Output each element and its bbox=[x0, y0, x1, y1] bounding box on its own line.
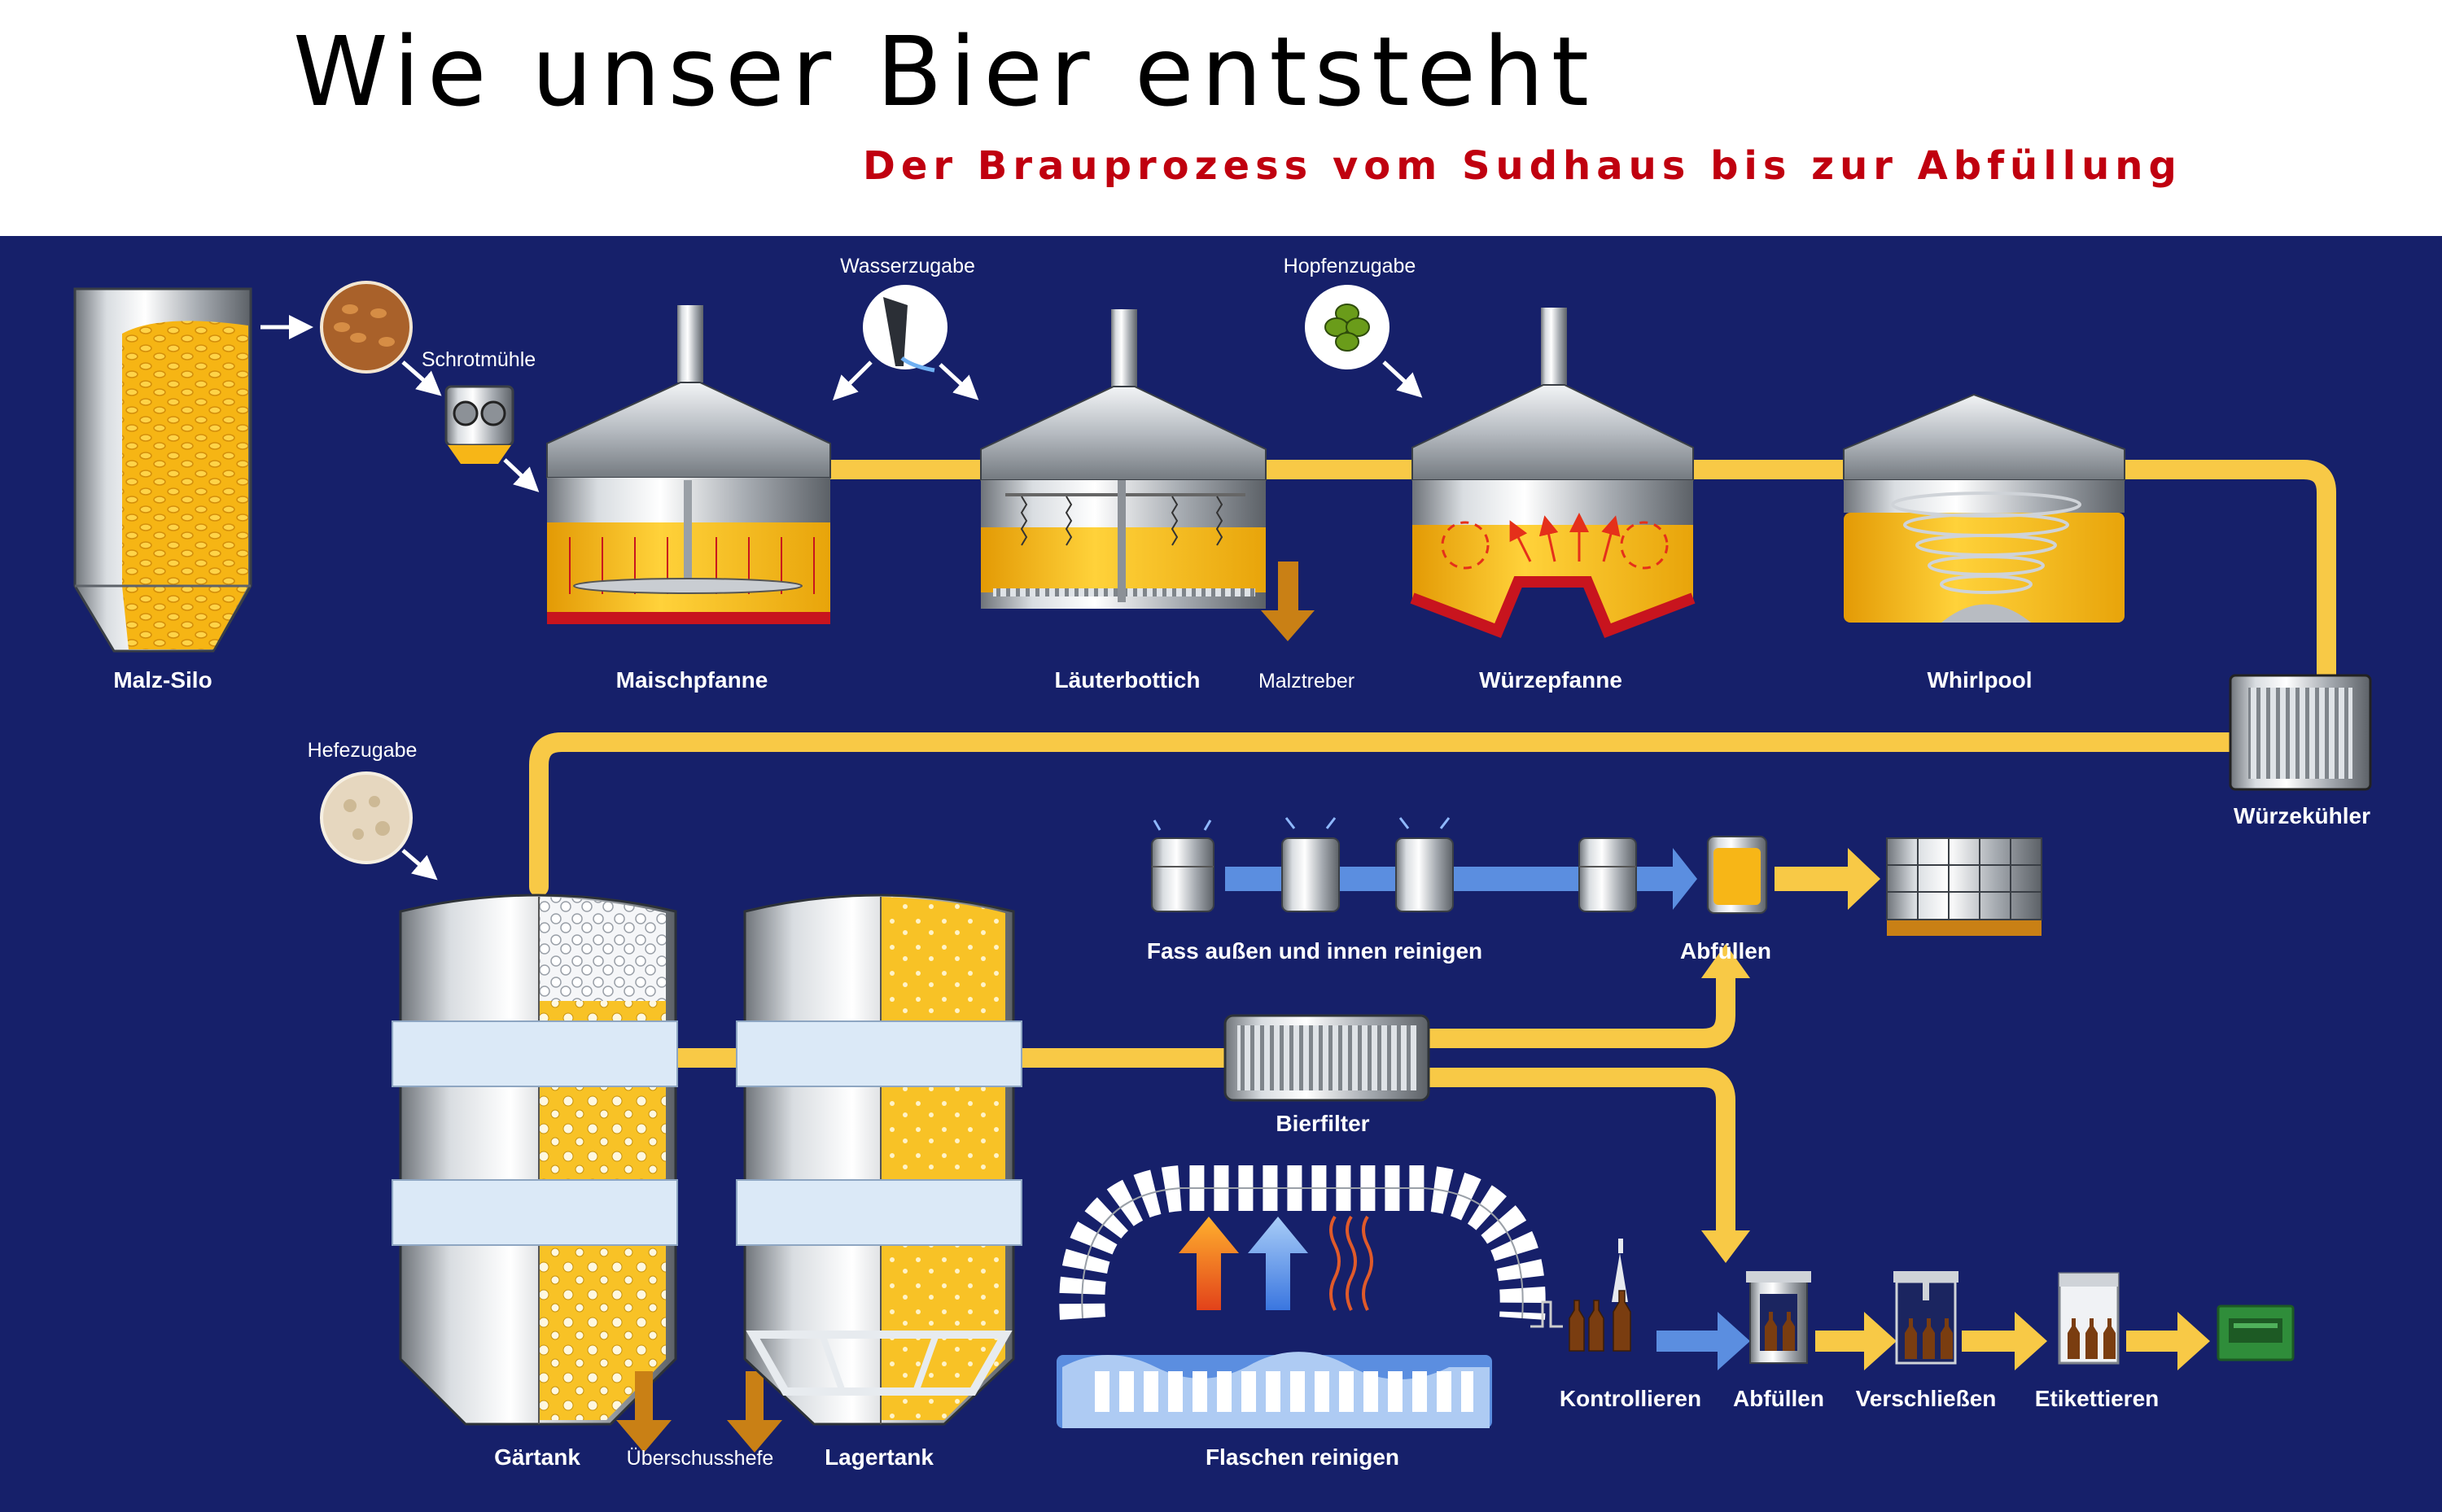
label-laeuterbottich: Läuterbottich bbox=[1055, 667, 1201, 693]
page-subtitle: Der Brauprozess vom Sudhaus bis zur Abfü… bbox=[863, 143, 2182, 189]
label-wuerzekuehler: Würzekühler bbox=[2234, 803, 2370, 828]
wort-cooler bbox=[2229, 674, 2372, 791]
keg-fill-arrow bbox=[1775, 848, 1880, 910]
yeast-drain-arrow-left bbox=[616, 1371, 672, 1453]
water-stream bbox=[900, 356, 935, 373]
mill-icon bbox=[444, 385, 514, 464]
hop-cone bbox=[1324, 304, 1370, 352]
label-maischpfanne: Maischpfanne bbox=[616, 667, 768, 693]
pipeline bbox=[529, 460, 2336, 1243]
label-abfuellen-flasche: Abfüllen bbox=[1733, 1386, 1824, 1411]
yeast-texture bbox=[344, 796, 390, 840]
rinse-arrow-icon bbox=[1248, 1217, 1308, 1310]
label-fass-reinigen: Fass außen und innen reinigen bbox=[1147, 938, 1482, 964]
wort-kettle bbox=[1410, 308, 1696, 638]
malt-silo bbox=[73, 287, 252, 653]
label-bierfilter: Bierfilter bbox=[1276, 1111, 1369, 1136]
water-tap-pipe bbox=[883, 297, 908, 366]
lauter-tun bbox=[980, 309, 1267, 609]
bottle-washer bbox=[1057, 1165, 1546, 1428]
arrow-to-bottling bbox=[1656, 1312, 1750, 1370]
label-ueberschusshefe: Überschusshefe bbox=[627, 1447, 774, 1470]
whirlpool bbox=[1843, 393, 2125, 623]
label-abfuellen-fass: Abfüllen bbox=[1680, 938, 1771, 964]
crate-icon bbox=[2217, 1304, 2295, 1361]
label-kontrollieren: Kontrollieren bbox=[1560, 1386, 1701, 1411]
inspection-station bbox=[1530, 1239, 1628, 1328]
beer-filter bbox=[1223, 1014, 1430, 1102]
bottle-icon bbox=[1569, 1290, 1631, 1352]
label-malz-silo: Malz-Silo bbox=[113, 667, 212, 693]
arrow-hop-to-kettle bbox=[1382, 361, 1423, 398]
page-title: Wie unser Bier entsteht bbox=[293, 15, 1597, 128]
spent-grain-drain-arrow bbox=[1261, 562, 1315, 641]
label-malztreber: Malztreber bbox=[1258, 670, 1354, 693]
label-verschliessen: Verschließen bbox=[1856, 1386, 1997, 1411]
label-flaschen-reinigen: Flaschen reinigen bbox=[1206, 1444, 1399, 1470]
arrow-grain-to-mill bbox=[401, 361, 442, 396]
grain-texture bbox=[334, 304, 395, 347]
pipe-arrowhead-down bbox=[1701, 1230, 1750, 1263]
arrow-water-left bbox=[832, 361, 873, 401]
labeling-station bbox=[2058, 1272, 2120, 1365]
steam-arrow-icon bbox=[1329, 1215, 1373, 1311]
arrow-to-crate bbox=[2126, 1312, 2210, 1370]
label-etikettieren: Etikettieren bbox=[2035, 1386, 2160, 1411]
keg-line-arrow bbox=[1225, 848, 1697, 910]
label-lagertank: Lagertank bbox=[825, 1444, 934, 1470]
brewing-process-diagram: Malz-Silo Maischpfanne Läuterbottich Wür… bbox=[0, 236, 2442, 1512]
capping-station bbox=[1893, 1271, 1958, 1365]
arrow-water-right bbox=[939, 363, 979, 400]
filler-station bbox=[1746, 1271, 1811, 1364]
pipe-arrowhead-up bbox=[1701, 944, 1750, 978]
label-hefezugabe: Hefezugabe bbox=[308, 739, 418, 762]
keg-icon bbox=[1151, 836, 1767, 914]
lager-tank bbox=[736, 894, 1022, 1426]
label-whirlpool: Whirlpool bbox=[1927, 667, 2032, 693]
pallet-icon bbox=[1886, 837, 2042, 936]
label-hopfenzugabe: Hopfenzugabe bbox=[1284, 255, 1416, 277]
label-schrotmuehle: Schrotmühle bbox=[422, 348, 536, 371]
arrow-to-labeling bbox=[1962, 1312, 2047, 1370]
mash-tun bbox=[546, 305, 831, 624]
label-wasserzugabe: Wasserzugabe bbox=[840, 255, 975, 277]
arrow-yeast-to-fermenter bbox=[401, 849, 438, 881]
heat-arrow-icon bbox=[1179, 1217, 1239, 1310]
fermentation-tank bbox=[392, 894, 678, 1426]
grain-icon bbox=[320, 281, 413, 374]
label-gaertank: Gärtank bbox=[494, 1444, 580, 1470]
arrow-to-capping bbox=[1815, 1312, 1897, 1370]
yeast-icon bbox=[320, 771, 413, 864]
arrow-mill-to-mash bbox=[503, 458, 540, 492]
spray-icon bbox=[1153, 817, 1451, 831]
yeast-drain-arrow-right bbox=[727, 1371, 782, 1453]
label-wuerzepfanne: Würzepfanne bbox=[1479, 667, 1622, 693]
